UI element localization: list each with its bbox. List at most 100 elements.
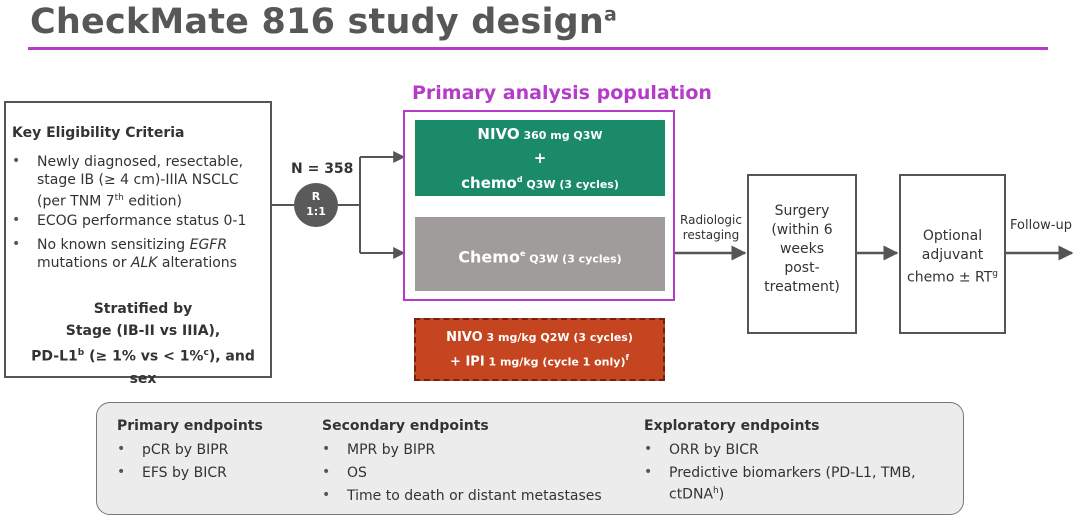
arm-chemo: Chemoe Q3W (3 cycles) — [415, 217, 665, 291]
arm-nivo-ipi-line-1: NIVO 3 mg/kg Q2W (3 cycles) — [416, 328, 663, 348]
bullet-icon: • — [322, 441, 331, 457]
surgery-text: Surgery (within 6 weeks post- treatment) — [750, 202, 854, 297]
bullet-icon: • — [12, 153, 21, 169]
optional-line-1: Optional — [922, 228, 983, 244]
egfr-gene: EGFR — [189, 237, 228, 253]
secondary-endpoint-3: Time to death or distant metastases — [347, 488, 602, 504]
chemo-arm-dose: Q3W (3 cycles) — [525, 252, 622, 266]
primary-endpoint-1: pCR by BIPR — [142, 442, 229, 458]
stratification: Stratified by Stage (IB-II vs IIIA), PD-… — [18, 298, 268, 390]
pdl1-range-sup: c — [203, 348, 209, 358]
nivo-label: NIVO — [477, 125, 520, 143]
optional-sup: g — [992, 269, 998, 279]
stratified-stage: Stage (IB-II vs IIIA), — [65, 323, 221, 339]
optional-chemo-rt: chemo ± RT — [907, 269, 993, 286]
eligibility-item-3: No known sensitizing EGFR mutations or A… — [37, 236, 237, 272]
bullet-icon: • — [322, 487, 331, 503]
exploratory-endpoints-heading: Exploratory endpoints — [644, 418, 820, 434]
nivo-ipi-sup: f — [625, 353, 629, 362]
tnm-text: (per TNM 7 — [37, 193, 115, 210]
pdl1-sup: b — [77, 348, 85, 358]
sample-size: N = 358 — [291, 161, 354, 177]
pdl1-sex: ), and sex — [129, 348, 255, 387]
randomization-ratio: 1:1 — [306, 205, 326, 218]
plus-sign: + — [533, 149, 547, 167]
primary-population-frame — [403, 110, 675, 301]
eligibility-item-1-line-3: (per TNM 7th edition) — [37, 189, 243, 211]
eligibility-item-1: Newly diagnosed, resectable, stage IB (≥… — [37, 153, 243, 211]
arm-nivo-chemo-line-1: NIVO 360 mg Q3W — [415, 123, 665, 147]
tnm-edition: edition) — [123, 193, 182, 210]
pdl1-label: PD-L1 — [31, 348, 78, 365]
optional-adjuvant-box — [899, 174, 1006, 334]
eligibility-item-3-line-2: mutations or ALK alterations — [37, 254, 237, 272]
optional-adjuvant-text: Optional adjuvant chemo ± RTg — [899, 227, 1006, 288]
chemo-dose: Q3W (3 cycles) — [522, 178, 619, 191]
eligibility-item-3-line-1: No known sensitizing EGFR — [37, 236, 237, 254]
pdl1-range: (≥ 1% vs < 1% — [84, 348, 204, 365]
follow-up-label: Follow-up — [1010, 218, 1072, 233]
chemo-sup: d — [516, 175, 523, 184]
chemo-arm-sup: e — [519, 249, 526, 258]
randomization-circle: R 1:1 — [294, 183, 338, 227]
secondary-endpoint-2: OS — [347, 465, 367, 481]
nivo-ipi-nivo: NIVO — [446, 330, 483, 345]
surgery-line-2: (within 6 — [771, 222, 833, 238]
exploratory-endpoint-2-line-1: Predictive biomarkers (PD-L1, TMB, — [669, 465, 916, 481]
egfr-prefix: No known sensitizing — [37, 237, 190, 253]
exploratory-endpoint-1: ORR by BICR — [669, 442, 759, 458]
bullet-icon: • — [12, 212, 21, 228]
eligibility-box — [4, 101, 272, 378]
bullet-icon: • — [644, 441, 653, 457]
surgery-box — [747, 174, 857, 334]
chemo-arm-label: Chemo — [458, 247, 520, 267]
stratified-heading: Stratified by — [93, 301, 193, 317]
eligibility-item-1-line-2: stage IB (≥ 4 cm)-IIIA NSCLC — [37, 172, 239, 188]
chemo-label: chemo — [461, 174, 517, 192]
title-text: CheckMate 816 study design — [30, 2, 605, 42]
nivo-ipi-ipi: + IPI — [450, 354, 485, 370]
title-footnote-marker: a — [604, 3, 618, 26]
radiologic-restaging-label: Radiologic restaging — [676, 213, 746, 243]
endpoints-panel — [96, 402, 964, 515]
optional-line-3: chemo ± RTg — [899, 265, 1006, 288]
arm-nivo-chemo-line-3: chemod Q3W (3 cycles) — [415, 169, 665, 196]
surgery-line-1: Surgery — [774, 203, 830, 219]
optional-line-2: adjuvant — [921, 247, 984, 263]
alk-gene: ALK — [130, 255, 158, 271]
secondary-endpoints-heading: Secondary endpoints — [322, 418, 489, 434]
ctdna-sup: h — [713, 486, 719, 496]
primary-endpoints-heading: Primary endpoints — [117, 418, 263, 434]
arm-nivo-ipi: NIVO 3 mg/kg Q2W (3 cycles) + IPI 1 mg/k… — [414, 318, 665, 381]
primary-endpoint-2: EFS by BICR — [142, 465, 227, 481]
eligibility-heading: Key Eligibility Criteria — [12, 125, 185, 141]
exploratory-endpoint-2: Predictive biomarkers (PD-L1, TMB, ctDNA… — [669, 464, 916, 504]
bullet-icon: • — [117, 464, 126, 480]
nivo-ipi-nivo-dose: 3 mg/kg Q2W (3 cycles) — [482, 331, 633, 344]
stratified-pdl1: PD-L1b (≥ 1% vs < 1%c), and sex — [18, 342, 268, 390]
tnm-sup: th — [114, 193, 124, 203]
surgery-line-3: weeks — [779, 241, 825, 257]
bullet-icon: • — [644, 464, 653, 480]
surgery-line-5: treatment) — [764, 279, 840, 295]
bullet-icon: • — [322, 464, 331, 480]
title-divider — [28, 47, 1048, 50]
radiologic-line-2: restaging — [682, 228, 740, 242]
eligibility-item-2: ECOG performance status 0-1 — [37, 213, 247, 229]
bullet-icon: • — [117, 441, 126, 457]
secondary-endpoint-1: MPR by BIPR — [347, 442, 436, 458]
alk-suffix: alterations — [157, 255, 237, 271]
alk-prefix: mutations or — [37, 255, 131, 271]
nivo-ipi-ipi-dose: 1 mg/kg (cycle 1 only) — [484, 355, 626, 369]
exploratory-endpoint-2-line-2: ctDNAh) — [669, 482, 916, 504]
arm-nivo-ipi-line-2: + IPI 1 mg/kg (cycle 1 only)f — [416, 348, 663, 372]
eligibility-item-1-line-1: Newly diagnosed, resectable, — [37, 154, 244, 170]
arm-nivo-chemo: NIVO 360 mg Q3W + chemod Q3W (3 cycles) — [415, 120, 665, 196]
ctdna-close: ) — [718, 486, 725, 503]
primary-population-label: Primary analysis population — [412, 82, 712, 104]
randomization-letter: R — [311, 190, 321, 203]
nivo-dose: 360 mg Q3W — [519, 129, 603, 142]
ctdna-label: ctDNA — [669, 486, 714, 503]
bullet-icon: • — [12, 236, 21, 252]
